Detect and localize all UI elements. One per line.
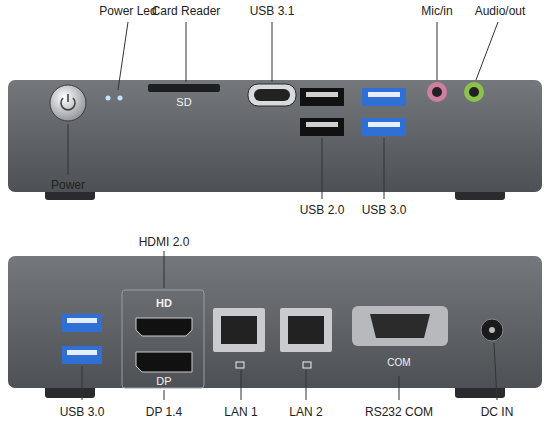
port-label: HDMI 2.0 <box>139 235 190 249</box>
port-label: LAN 1 <box>224 405 257 419</box>
port-marking: HD <box>156 296 172 310</box>
port-label: Power Led <box>99 4 156 18</box>
port-label: DP 1.4 <box>146 405 182 419</box>
port-label: USB 2.0 <box>300 203 345 217</box>
port-label: RS232 COM <box>365 405 433 419</box>
port-label: Audio/out <box>475 4 526 18</box>
port-label: LAN 2 <box>289 405 322 419</box>
port-label: USB 3.1 <box>250 4 295 18</box>
port-marking: SD <box>176 95 191 109</box>
port-label: Card Reader <box>152 4 221 18</box>
port-label: Power <box>51 178 85 192</box>
port-label: Mic/in <box>421 4 452 18</box>
port-label: USB 3.0 <box>60 405 105 419</box>
port-marking: DP <box>156 374 171 388</box>
port-label: USB 3.0 <box>362 203 407 217</box>
port-label: DC IN <box>481 405 514 419</box>
port-marking: COM <box>387 356 410 370</box>
